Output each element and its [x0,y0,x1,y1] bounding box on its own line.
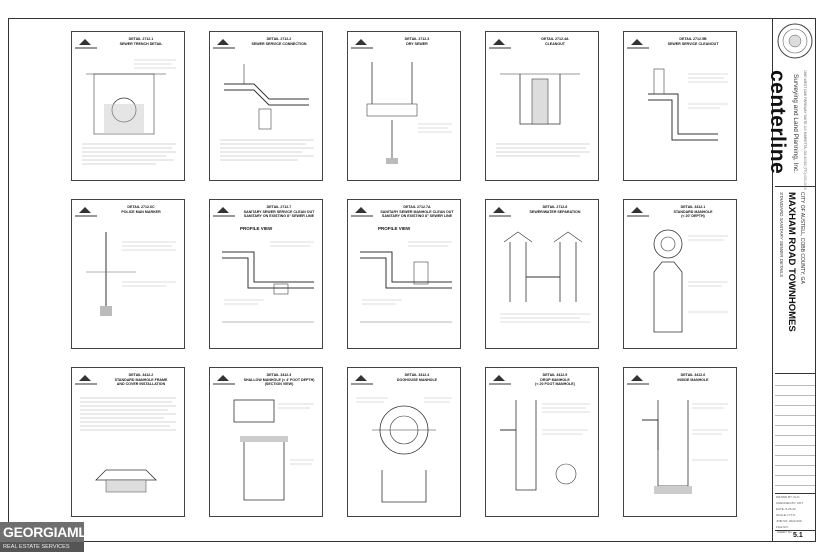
detail-panel-shallow-manhole: DETAIL 3412.3 SHALLOW MANHOLE (< 4' FOOT… [209,367,323,517]
agency-logo-icon [79,39,91,45]
detail-title: DETAIL 3412.6 INSIDE MANHOLE [677,373,709,382]
sheet-number-block: SHEET No. 5.1 [775,530,815,542]
detail-panel-doghouse-manhole: DETAIL 3412.4 DOGHOUSE MANHOLE [347,367,461,517]
view-label: PROFILE VIEW [240,226,273,231]
detail-title: DETAIL 2712.4A CLEANOUT [541,37,569,46]
inside-manhole-drawing [642,400,728,494]
detail-panel-inside-manhole: DETAIL 3412.6 INSIDE MANHOLE [623,367,737,517]
agency-logo-icon [355,39,367,45]
drawing-info: DRAWN BY: KLD CHECKED BY: CDT DATE: 8-26… [775,494,815,531]
detail-title: DETAIL 2712.8 SEWER/WATER SEPARATION [529,205,581,214]
detail-title: DETAIL 2712.3 DRY SEWER [404,37,430,46]
agency-logo-icon [355,375,367,381]
detail-title: DETAIL 3412.1 STANDARD MANHOLE (< 20' DE… [673,205,713,219]
detail-title: DETAIL 3412.3 SHALLOW MANHOLE (< 4' FOOT… [243,373,315,387]
drop-manhole-drawing [500,400,590,491]
agency-logo-icon [217,39,229,45]
agency-logo-icon [493,207,505,213]
view-label: PROFILE VIEW [378,226,411,231]
revision-block [775,375,815,494]
service-cleanout-drawing [648,68,728,141]
doghouse-manhole-drawing [356,397,452,503]
company-block: centerline Surveying and Land Planning, … [766,66,815,190]
profile-drawing [360,241,452,323]
sheet-label: STANDARD SANITARY SEWER DETAILS [779,192,784,278]
detail-panel-drop-manhole: DETAIL 3412.5 DROP MANHOLE (< 20 FOOT MA… [485,367,599,517]
detail-title: DETAIL 2712.1 SEWER TRENCH DETAIL [119,37,163,46]
project-name: MAXHAM ROAD TOWNHOMES [786,192,797,332]
manhole-drawing [653,229,728,333]
company-address: 1880 WEST OAK PARKWAY SUITE 110 MARIETTA… [803,70,807,190]
company-subtitle: Surveying and Land Planning, Inc. [792,74,799,174]
watermark-tagline: REAL ESTATE SERVICES [0,542,84,552]
detail-title: DETAIL 3412.4 DOGHOUSE MANHOLE [396,373,438,382]
project-block: STANDARD SANITARY SEWER DETAILS MAXHAM R… [775,188,815,374]
detail-title: DETAIL 2712.2 SEWER SERVICE CONNECTION [251,37,307,46]
detail-panel-sewer-service-connection: DETAIL 2712.2 SEWER SERVICE CONNECTION [209,31,323,181]
detail-panel-dry-sewer: DETAIL 2712.3 DRY SEWER [347,31,461,181]
agency-logo-icon [79,207,91,213]
agency-logo-icon [631,375,643,381]
agency-logo-icon [631,207,643,213]
detail-panel-cleanout: DETAIL 2712.4A CLEANOUT [485,31,599,181]
agency-logo-icon [217,375,229,381]
trench-drawing [82,59,176,165]
georgia-mls-watermark: GEORGIAMLS REAL ESTATE SERVICES [0,522,96,552]
project-location: CITY OF AUSTELL, COBB COUNTY, GA [799,192,805,284]
agency-logo-icon [79,375,91,381]
separation-drawing [500,231,590,323]
detail-panel-sewer-trench: DETAIL 2712.1 SEWER TRENCH DETAIL [71,31,185,181]
detail-panel-frame-cover: DETAIL 3412.2 STANDARD MANHOLE FRAME AND… [71,367,185,517]
checked-by: CHECKED BY: CDT [776,501,804,505]
frame-cover-drawing [80,397,176,493]
file-no: FILE NO: [776,525,789,529]
profile-drawing [222,241,314,323]
detail-panel-service-cleanout: DETAIL 2712.5B SEWER SERVICE CLEANOUT [623,31,737,181]
detail-title: DETAIL 3412.5 DROP MANHOLE (< 20 FOOT MA… [535,373,575,387]
agency-logo-icon [217,207,229,213]
detail-panel-service-clean-out: DETAIL 2712.7 SANITARY SEWER SERVICE CLE… [209,199,323,349]
detail-title: DETAIL 2712.6C POLICE MAN MARKER [121,205,161,214]
cleanout-drawing [496,73,590,157]
watermark-brand: GEORGIAMLS [0,522,96,542]
sheet-no-label: SHEET No. [777,530,793,534]
detail-panel-manhole-clean-out: DETAIL 2712.7A SANITARY SEWER MANHOLE CL… [347,199,461,349]
scale: SCALE: N.T.S. [776,513,796,517]
drawn-by: DRAWN BY: KLD [776,495,800,499]
date: DATE: 8-26-22 [776,507,796,511]
agency-logo-icon [493,39,505,45]
agency-logo-icon [355,207,367,213]
detail-grid: DETAIL 2712.1 SEWER TRENCH DETAIL DETAIL… [71,31,737,531]
agency-logo-icon [631,39,643,45]
shallow-manhole-drawing [233,399,314,501]
detail-panel-separation: DETAIL 2712.8 SEWER/WATER SEPARATION [485,199,599,349]
detail-title: DETAIL 3412.2 STANDARD MANHOLE FRAME AND… [114,373,168,387]
dry-sewer-drawing [366,62,452,164]
detail-title: DETAIL 2712.7A SANITARY SEWER MANHOLE CL… [380,205,454,219]
detail-title: DETAIL 2712.7 SANITARY SEWER SERVICE CLE… [243,205,315,219]
detail-title: DETAIL 2712.5B SEWER SERVICE CLEANOUT [667,37,719,46]
sheet-number: 5.1 [793,532,803,539]
job-no: JOB NO: 2022-000 [776,519,802,523]
engineer-seal-icon [777,23,813,59]
marker-drawing [86,232,176,316]
service-connection-drawing [220,64,314,161]
detail-panel-standard-manhole: DETAIL 3412.1 STANDARD MANHOLE (< 20' DE… [623,199,737,349]
title-block: centerline Surveying and Land Planning, … [766,18,816,542]
company-name: centerline [766,70,789,175]
drawing-sheet: DETAIL 2712.1 SEWER TRENCH DETAIL DETAIL… [8,18,816,542]
agency-logo-icon [493,375,505,381]
detail-panel-police-marker: DETAIL 2712.6C POLICE MAN MARKER [71,199,185,349]
